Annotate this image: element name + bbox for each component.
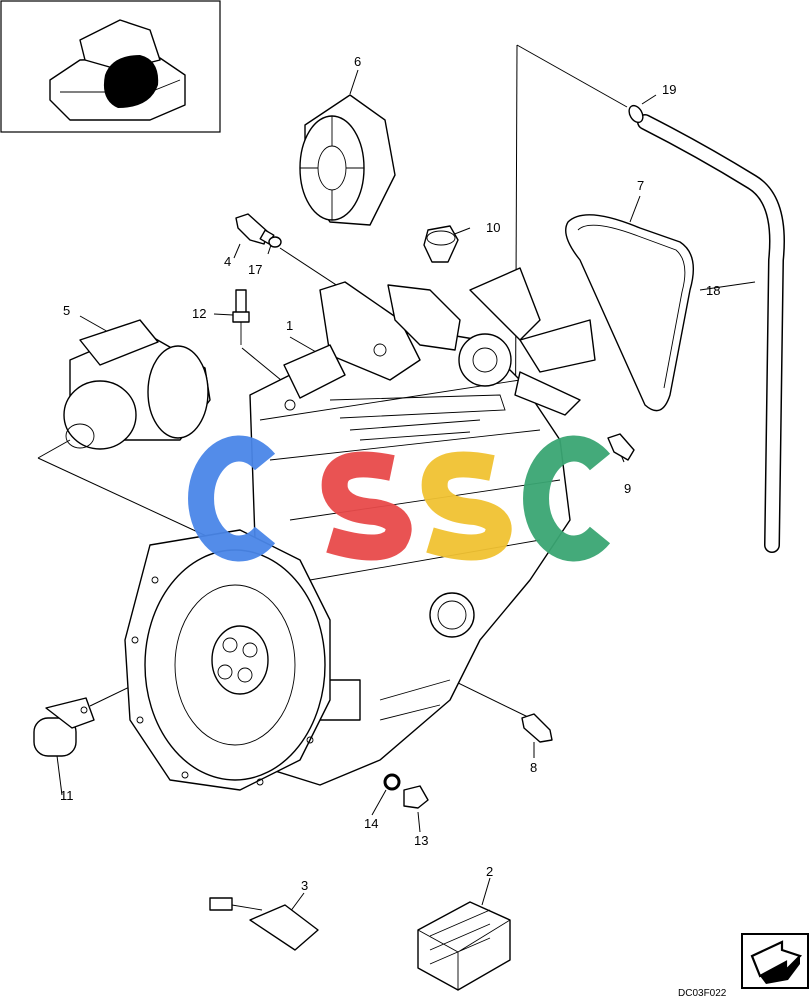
callout-11: 11: [60, 788, 74, 803]
callout-3: 3: [301, 878, 308, 893]
part-17-washer: [268, 236, 282, 248]
part-6-fan-pulley: [299, 94, 396, 226]
part-2-regulator: [417, 901, 511, 991]
part-11-stop-solenoid: [33, 697, 95, 757]
callout-2: 2: [486, 864, 493, 879]
callout-5: 5: [63, 303, 70, 318]
callout-9: 9: [624, 481, 631, 496]
next-page-arrow-icon[interactable]: [741, 933, 809, 989]
callout-10: 10: [486, 220, 500, 235]
callout-19: 19: [662, 82, 676, 97]
callout-12: 12: [192, 306, 206, 321]
drawing-code: DC03F022: [678, 988, 727, 999]
part-5-starter-motor: [63, 319, 211, 450]
callout-13: 13: [414, 833, 428, 848]
locator-thumbnail: [0, 0, 221, 133]
callout-17: 17: [248, 262, 262, 277]
callout-14: 14: [364, 816, 378, 831]
part-3-timer-relay: [209, 897, 319, 951]
part-8-oil-pressure-switch: [521, 713, 553, 743]
callout-7: 7: [637, 178, 644, 193]
callout-6: 6: [354, 54, 361, 69]
part-4-sensor: [235, 213, 275, 245]
callout-1: 1: [286, 318, 293, 333]
engine-cooling-fan: [458, 267, 596, 416]
part-19-hose-clamp: [628, 104, 644, 124]
watermark: [188, 435, 611, 562]
part-9-switch: [607, 433, 635, 461]
part-13-drain-plug: [403, 785, 429, 809]
part-18-hose: [637, 114, 785, 553]
callout-8: 8: [530, 760, 537, 775]
flywheel-housing: [124, 529, 331, 791]
callout-4: 4: [224, 254, 231, 269]
part-7-fan-belt: [565, 214, 694, 412]
part-14-o-ring: [383, 773, 401, 791]
part-12-glow-plug: [232, 289, 250, 345]
part-10-thermostat: [423, 225, 459, 263]
callout-labels: 1 2 3 4 5 6 7 8 9 10 11 12 13 14 17 18 1…: [60, 54, 720, 893]
callout-18: 18: [706, 283, 720, 298]
